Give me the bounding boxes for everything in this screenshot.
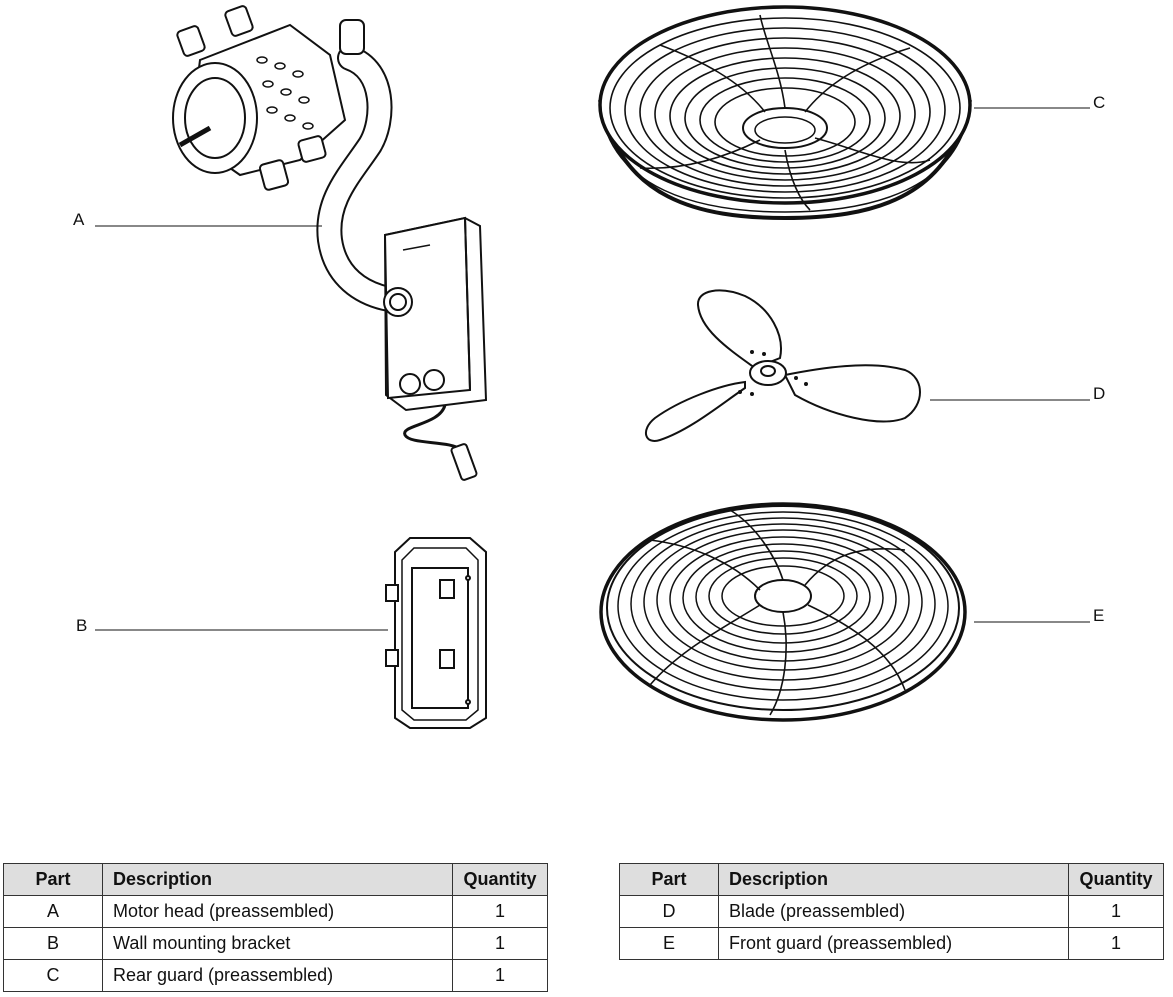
table-row: E Front guard (preassembled) 1 [619,927,1164,960]
table-row: C Rear guard (preassembled) 1 [3,959,548,992]
cell-quantity: 1 [452,895,548,928]
cell-description: Rear guard (preassembled) [102,959,453,992]
front-guard-icon [599,502,967,722]
header-description: Description [718,863,1069,896]
callout-b: B [76,616,88,635]
cell-description: Motor head (preassembled) [102,895,453,928]
header-description: Description [102,863,453,896]
cell-part: C [3,959,103,992]
parts-table-left: Part Description Quantity A Motor head (… [3,863,548,992]
parts-illustration [95,5,1090,729]
callout-e: E [1093,606,1105,625]
callout-c: C [1093,93,1106,112]
cell-description: Blade (preassembled) [718,895,1069,928]
rear-guard-icon [598,5,972,221]
cell-part: B [3,927,103,960]
cell-part: D [619,895,719,928]
cell-description: Wall mounting bracket [102,927,453,960]
table-header-row: Part Description Quantity [3,863,548,896]
callout-a: A [73,210,85,229]
cell-part: A [3,895,103,928]
table-row: A Motor head (preassembled) 1 [3,895,548,928]
table-header-row: Part Description Quantity [619,863,1164,896]
parts-table-right: Part Description Quantity D Blade (preas… [619,863,1164,960]
cell-part: E [619,927,719,960]
cell-description: Front guard (preassembled) [718,927,1069,960]
fan-blade-icon [645,289,921,442]
table-row: B Wall mounting bracket 1 [3,927,548,960]
cell-quantity: 1 [1068,895,1164,928]
header-quantity: Quantity [452,863,548,896]
header-quantity: Quantity [1068,863,1164,896]
motor-head-icon [172,5,488,481]
header-part: Part [619,863,719,896]
cell-quantity: 1 [1068,927,1164,960]
wall-bracket-icon [385,537,487,729]
header-part: Part [3,863,103,896]
cell-quantity: 1 [452,927,548,960]
callout-d: D [1093,384,1106,403]
table-row: D Blade (preassembled) 1 [619,895,1164,928]
cell-quantity: 1 [452,959,548,992]
